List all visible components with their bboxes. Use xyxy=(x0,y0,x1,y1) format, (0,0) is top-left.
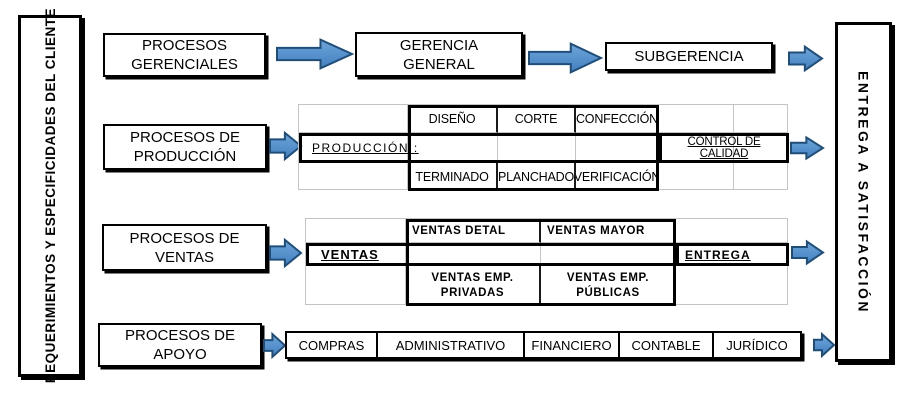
production-label: PRODUCCIÓN : xyxy=(312,141,419,155)
quality-control-cell: CONTROL DE CALIDAD xyxy=(659,133,789,163)
delivery-satisfaction-bar: ENTREGA A SATISFACCIÓN xyxy=(835,22,892,362)
sub-management-label: SUBGERENCIA xyxy=(634,48,744,65)
sales-processes-box: PROCESOS DE VENTAS xyxy=(102,224,267,271)
table-cell xyxy=(299,163,408,190)
flow-arrow-icon xyxy=(529,41,601,75)
delivery-label: ENTREGA xyxy=(685,247,751,262)
sales-label: VENTAS xyxy=(321,247,379,262)
sales-subprocess-frame xyxy=(406,219,676,306)
flow-arrow-icon xyxy=(277,37,352,71)
table-cell: PLANCHADO xyxy=(498,163,576,190)
table-cell-label: VENTAS EMP. PRIVADAS xyxy=(431,271,514,299)
quality-control-label: CONTROL DE CALIDAD xyxy=(687,136,761,160)
production-row-frame: PRODUCCIÓN : xyxy=(299,133,659,163)
support-cell-financiero: FINANCIERO xyxy=(523,331,620,359)
production-table: DISEÑO CORTE CONFECCIÓN TERMINADO PLANCH… xyxy=(298,104,789,191)
table-cell: VENTAS EMP. PRIVADAS xyxy=(406,266,541,305)
flow-arrow-icon xyxy=(270,238,301,268)
flow-arrow-icon xyxy=(814,332,834,358)
support-cell-compras: COMPRAS xyxy=(285,331,378,359)
support-cell-juridico: JURÍDICO xyxy=(712,331,802,359)
production-processes-box: PROCESOS DE PRODUCCIÓN xyxy=(103,124,267,170)
flow-arrow-icon xyxy=(789,45,822,72)
flow-arrow-icon xyxy=(270,131,301,161)
support-strip: COMPRAS ADMINISTRATIVO FINANCIERO CONTAB… xyxy=(285,331,802,359)
table-cell xyxy=(734,163,788,190)
client-requirements-bar: REQUERIMIENTOS Y ESPECIFICIDADES DEL CLI… xyxy=(18,8,82,384)
flow-arrow-icon xyxy=(264,332,285,359)
delivery-satisfaction-label: ENTREGA A SATISFACCIÓN xyxy=(855,70,872,314)
support-processes-label: PROCESOS DE APOYO xyxy=(124,327,236,363)
general-management-label: GERENCIA GENERAL xyxy=(399,36,479,73)
support-cell-contable: CONTABLE xyxy=(617,331,715,359)
table-cell: DISEÑO xyxy=(408,105,498,133)
table-cell: TERMINADO xyxy=(408,163,498,190)
general-management-box: GERENCIA GENERAL xyxy=(355,32,523,77)
table-cell xyxy=(659,163,734,190)
sales-table: VENTAS DETAL VENTAS MAYOR VENTAS EMP. PR… xyxy=(305,218,789,306)
flow-arrow-icon xyxy=(791,136,823,160)
table-cell xyxy=(306,219,406,243)
client-requirements-label: REQUERIMIENTOS Y ESPECIFICIDADES DEL CLI… xyxy=(42,8,58,384)
flow-arrow-icon xyxy=(792,240,823,265)
table-cell xyxy=(659,105,734,133)
support-processes-box: PROCESOS DE APOYO xyxy=(98,323,262,367)
table-cell-label: VENTAS EMP. PÚBLICAS xyxy=(566,271,650,299)
management-processes-box: PROCESOS GERENCIALES xyxy=(103,33,266,77)
production-processes-label: PROCESOS DE PRODUCCIÓN xyxy=(129,129,241,165)
table-cell xyxy=(299,105,408,133)
support-cell-administrativo: ADMINISTRATIVO xyxy=(375,331,526,359)
sales-processes-label: PROCESOS DE VENTAS xyxy=(129,229,240,266)
delivery-cell: ENTREGA xyxy=(676,243,789,266)
table-cell: VENTAS DETAL xyxy=(406,219,541,243)
sub-management-box: SUBGERENCIA xyxy=(605,42,773,71)
table-cell xyxy=(734,105,788,133)
table-cell xyxy=(676,266,788,305)
table-cell: CORTE xyxy=(498,105,576,133)
management-processes-label: PROCESOS GERENCIALES xyxy=(131,37,238,73)
table-cell xyxy=(676,219,788,243)
table-cell xyxy=(306,266,406,305)
